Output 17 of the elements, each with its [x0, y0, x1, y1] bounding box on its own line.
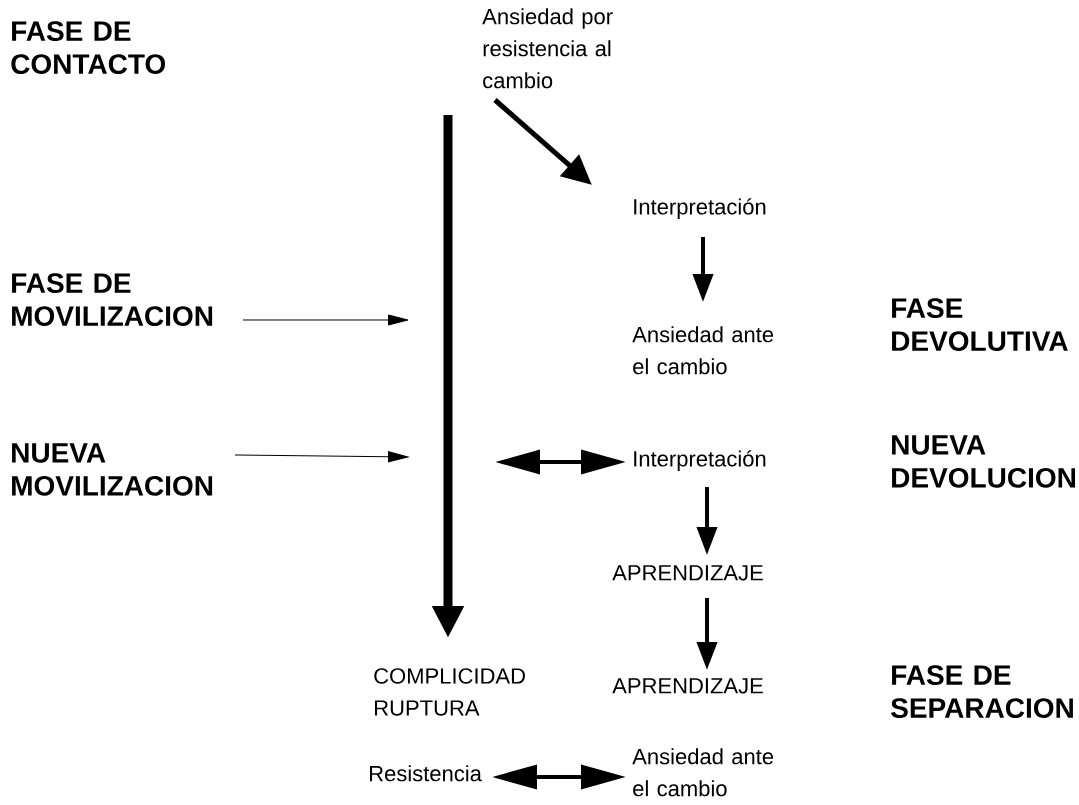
phase-label: FASE DE MOVILIZACION: [12, 273, 213, 326]
step-text: Ansiedad por resistencia al cambio: [482, 8, 613, 89]
step-text: COMPLICIDAD RUPTURA: [374, 668, 525, 716]
step-text: APRENDIZAJE: [612, 565, 763, 581]
phase-label: NUEVA MOVILIZACION: [12, 443, 213, 496]
step-text: Interpretación: [634, 450, 766, 471]
step-text: Resistencia: [370, 765, 482, 782]
phase-label: FASE DE SEPARACION: [891, 665, 1073, 718]
step-text: Interpretación: [634, 198, 766, 219]
phase-label: FASE DEVOLUTIVA: [892, 298, 1068, 351]
step-text: Ansiedad ante el cambio: [632, 326, 774, 375]
phase-label: FASE DE CONTACTO: [11, 21, 166, 74]
arrow: [234, 451, 409, 463]
phase-label: NUEVA DEVOLUCION: [892, 435, 1075, 488]
step-text: APRENDIZAJE: [612, 678, 763, 694]
arrow: [242, 314, 409, 326]
step-text: Ansiedad ante el cambio: [632, 748, 774, 797]
